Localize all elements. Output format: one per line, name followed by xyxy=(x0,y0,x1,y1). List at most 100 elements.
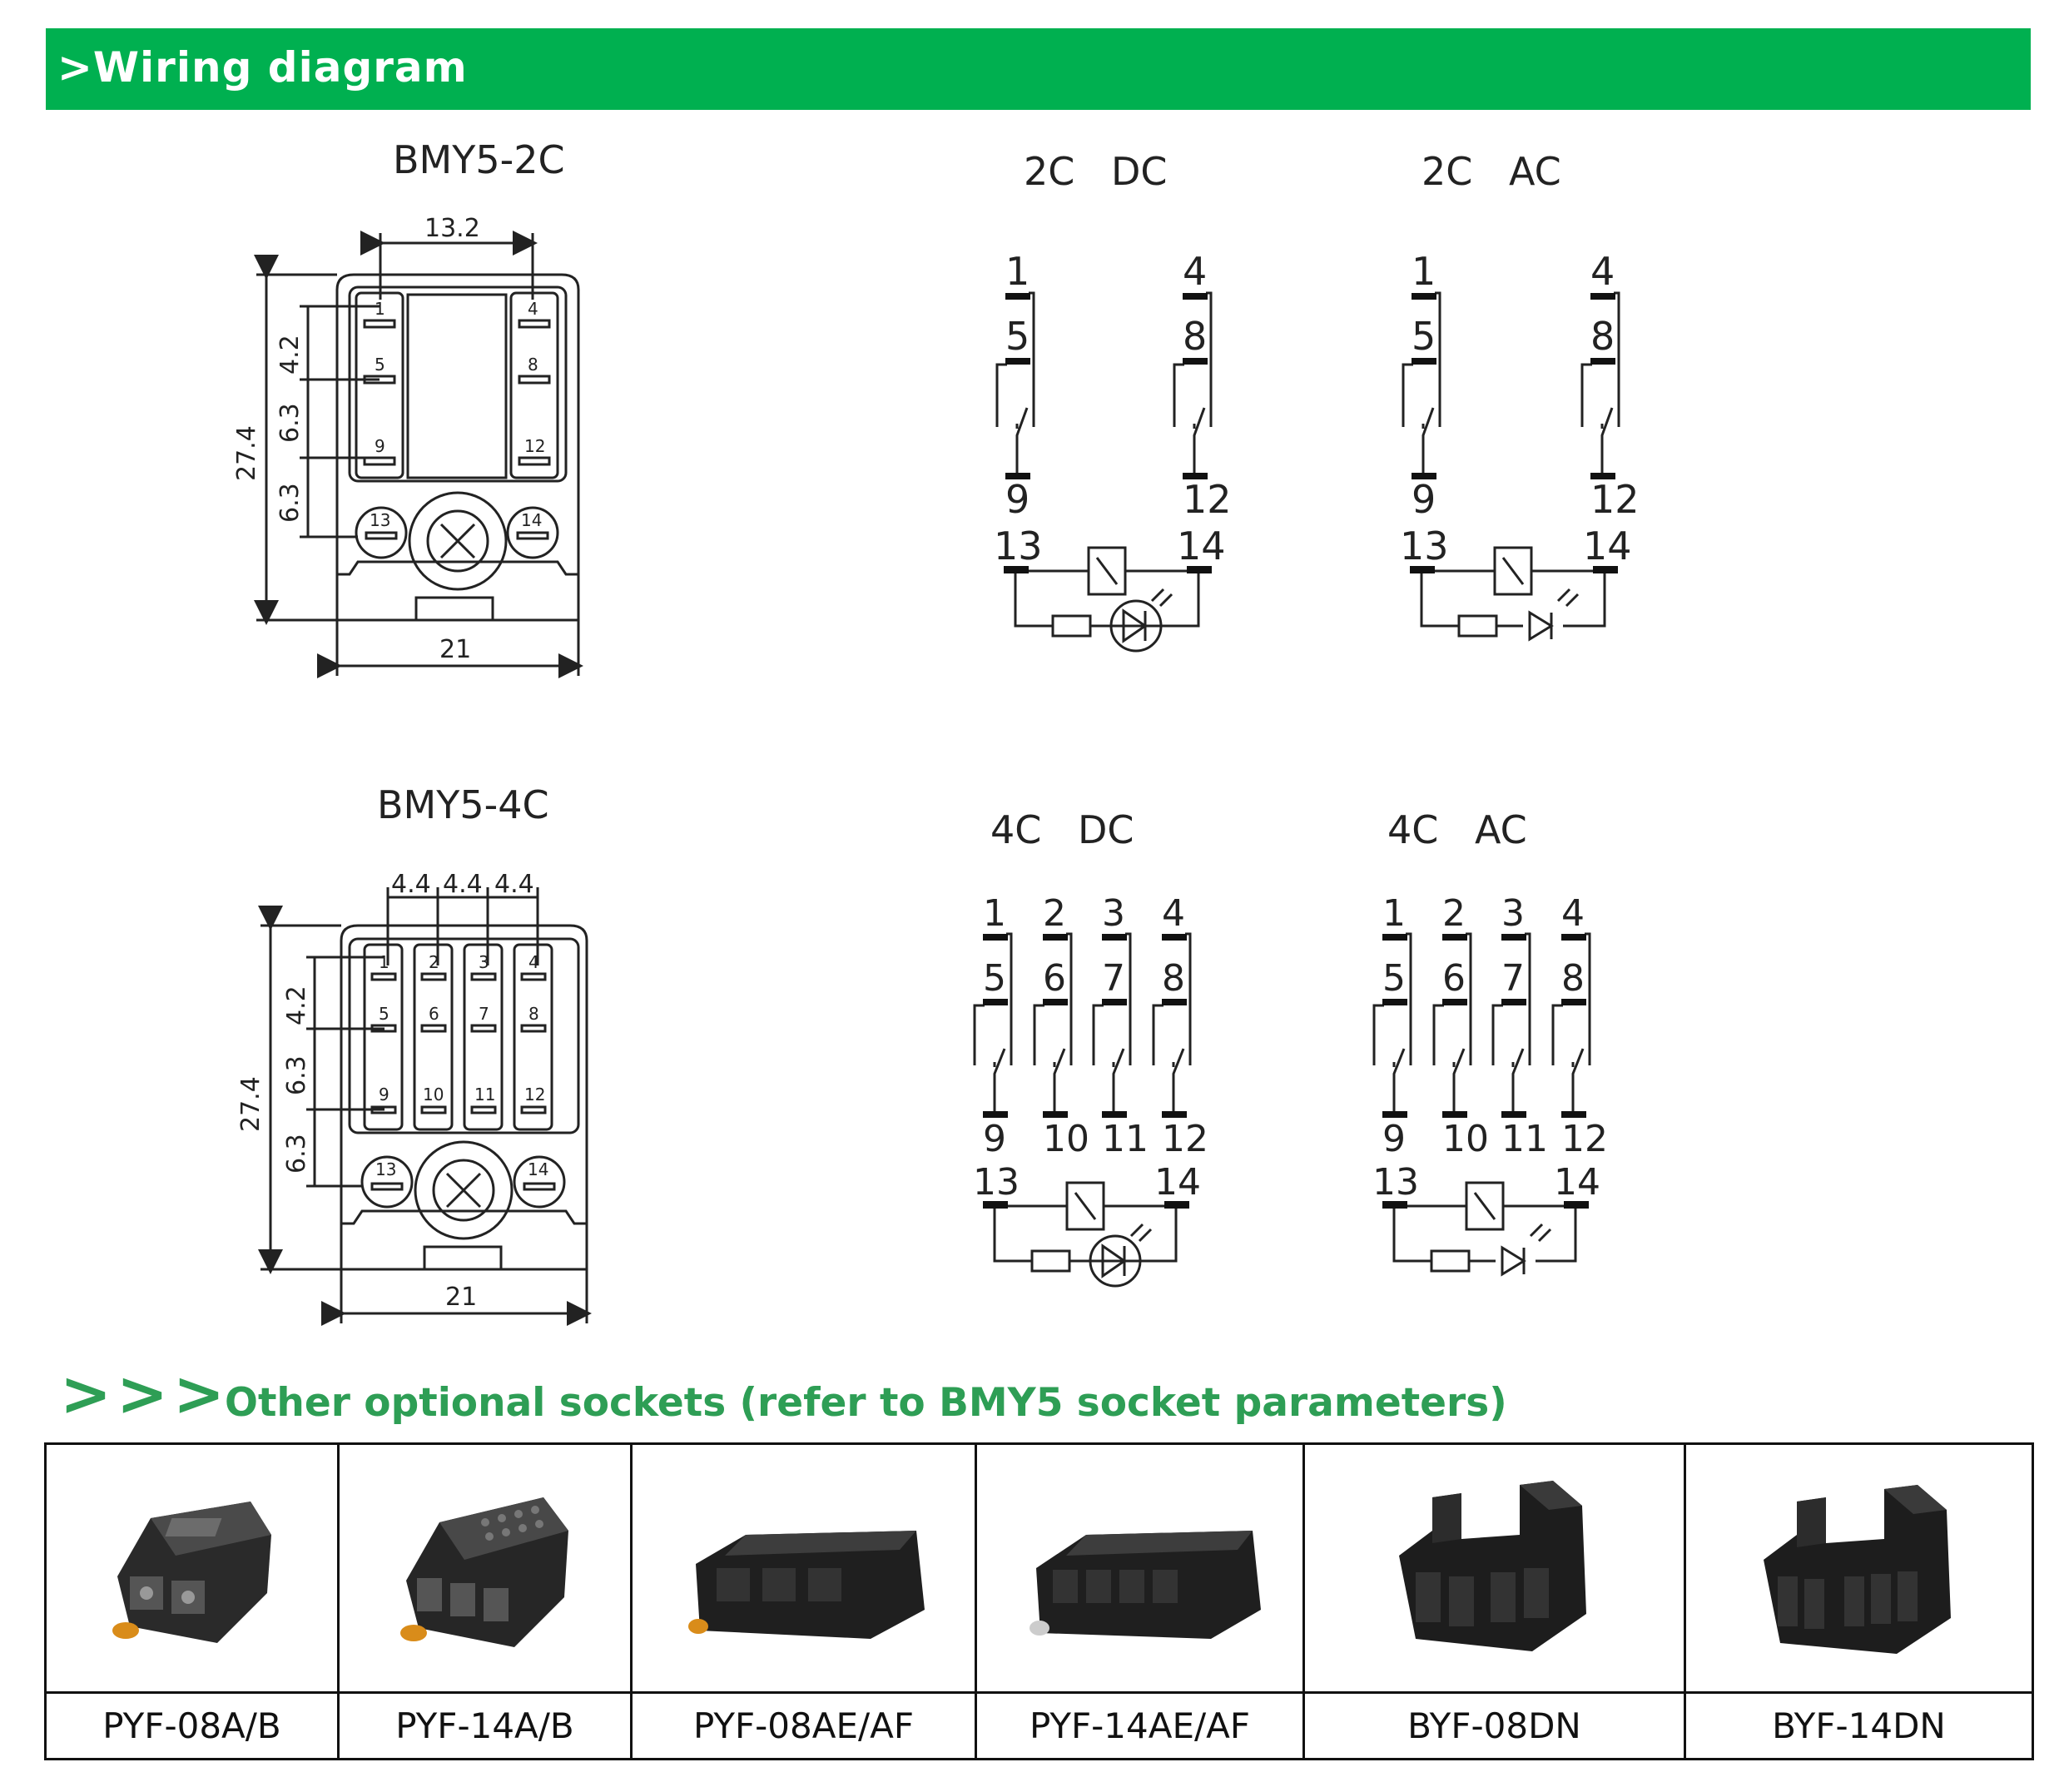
pin-2c-4: 4 xyxy=(528,299,538,319)
pin-4c-2: 2 xyxy=(429,952,439,972)
schematic-title-current: DC xyxy=(1078,807,1134,852)
schematic-title-current: AC xyxy=(1475,807,1527,852)
pin-label-top: 1 xyxy=(983,892,1006,935)
pin-4c-10: 10 xyxy=(423,1085,444,1104)
dim-4c-width: 21 xyxy=(445,1283,477,1312)
pin-label-bottom: 12 xyxy=(1561,1118,1608,1160)
pin-label-mid: 8 xyxy=(1183,314,1207,359)
pin-label-bottom: 12 xyxy=(1162,1118,1208,1160)
pin-label-mid: 5 xyxy=(1005,314,1030,359)
pin-label-mid: 6 xyxy=(1442,957,1466,1000)
schematic-title-current: DC xyxy=(1111,149,1168,194)
dim-4c-top1: 4.4 xyxy=(391,870,431,899)
pin-4c-9: 9 xyxy=(379,1085,389,1104)
dim-2c-sub3: 6.3 xyxy=(275,483,305,523)
pin-label-mid: 8 xyxy=(1561,957,1585,1000)
socket-cell xyxy=(975,1442,1305,1694)
drawing-bmy5-4c: BMY5-4C 4.4 4.4 4.4 1 xyxy=(236,782,592,1326)
pin-label-mid: 5 xyxy=(983,957,1006,1000)
dim-2c-sub1: 4.2 xyxy=(275,335,305,375)
pin-label-top: 2 xyxy=(1043,892,1066,935)
coil-label-14: 14 xyxy=(1583,524,1632,568)
pin-4c-1: 1 xyxy=(379,952,389,972)
socket-pyf-08aeaf-image xyxy=(687,1531,925,1639)
dim-2c-width: 21 xyxy=(439,635,471,664)
dim-2c-top: 13.2 xyxy=(424,214,480,243)
sockets-heading: >>> Other optional sockets (refer to BMY… xyxy=(60,1358,2041,1432)
pin-label-bottom: 10 xyxy=(1442,1118,1489,1160)
dim-4c-sub1: 4.2 xyxy=(282,985,311,1025)
pin-2c-1: 1 xyxy=(375,299,385,319)
dim-4c-height: 27.4 xyxy=(236,1076,265,1132)
pin-2c-12: 12 xyxy=(524,436,545,456)
pin-2c-8: 8 xyxy=(528,355,538,375)
pin-label-bottom: 9 xyxy=(1382,1118,1406,1160)
socket-cell xyxy=(1684,1442,2034,1694)
heading-arrows: >>> xyxy=(60,1358,231,1430)
pin-label-bottom: 11 xyxy=(1102,1118,1149,1160)
pin-label-top: 4 xyxy=(1183,249,1207,294)
pin-label-top: 4 xyxy=(1561,892,1585,935)
pin-4c-4: 4 xyxy=(528,952,539,972)
section-banner: >Wiring diagram xyxy=(46,28,2031,110)
dim-4c-sub3: 6.3 xyxy=(282,1134,311,1174)
pin-4c-5: 5 xyxy=(379,1004,389,1024)
drawing-4c-title: BMY5-4C xyxy=(377,782,549,827)
pin-2c-9: 9 xyxy=(375,436,385,456)
pin-label-top: 1 xyxy=(1412,249,1436,294)
pin-label-bottom: 9 xyxy=(1005,477,1030,522)
pin-4c-11: 11 xyxy=(474,1085,495,1104)
socket-name: PYF-14A/B xyxy=(337,1691,633,1760)
dim-4c-sub2: 6.3 xyxy=(282,1055,311,1095)
pin-2c-5: 5 xyxy=(375,355,385,375)
pin-label-top: 3 xyxy=(1501,892,1525,935)
dim-4c-top2: 4.4 xyxy=(443,870,483,899)
socket-byf-08dn-image xyxy=(1398,1481,1586,1651)
pin-label-top: 1 xyxy=(1382,892,1406,935)
drawing-2c-title: BMY5-2C xyxy=(393,137,565,182)
pin-2c-14: 14 xyxy=(521,510,542,530)
socket-name: PYF-08A/B xyxy=(44,1691,340,1760)
socket-cell xyxy=(44,1442,340,1694)
pin-4c-7: 7 xyxy=(479,1004,489,1024)
pin-label-bottom: 12 xyxy=(1590,477,1640,522)
pin-label-top: 3 xyxy=(1102,892,1125,935)
socket-name: BYF-08DN xyxy=(1302,1691,1686,1760)
socket-pyf-08ab-image xyxy=(112,1502,271,1643)
coil-label-14: 14 xyxy=(1154,1161,1201,1204)
pin-label-bottom: 11 xyxy=(1501,1118,1548,1160)
sockets-table: PYF-08A/B PYF-14A/B PYF-08AE/AF PYF-14AE… xyxy=(44,1442,2034,1760)
coil-label-13: 13 xyxy=(1372,1161,1419,1204)
coil-label-13: 13 xyxy=(994,524,1043,568)
pin-label-mid: 5 xyxy=(1382,957,1406,1000)
pin-4c-6: 6 xyxy=(429,1004,439,1024)
pin-4c-3: 3 xyxy=(479,952,489,972)
section-title: >Wiring diagram xyxy=(57,43,468,92)
sockets-title: Other optional sockets (refer to BMY5 so… xyxy=(225,1380,1507,1426)
socket-image-row xyxy=(44,1442,2034,1694)
pin-label-top: 4 xyxy=(1162,892,1185,935)
pin-label-top: 1 xyxy=(1005,249,1030,294)
socket-cell xyxy=(1302,1442,1686,1694)
pin-label-bottom: 9 xyxy=(1412,477,1436,522)
dim-4c-top3: 4.4 xyxy=(494,870,534,899)
coil-label-14: 14 xyxy=(1177,524,1226,568)
coil-label-14: 14 xyxy=(1554,1161,1600,1204)
socket-name: PYF-14AE/AF xyxy=(975,1691,1305,1760)
drawing-bmy5-2c: BMY5-2C 13.2 1 4 5 8 9 12 13 14 xyxy=(232,137,583,678)
socket-cell xyxy=(630,1442,977,1694)
pin-4c-13: 13 xyxy=(375,1159,396,1179)
schematic-title-type: 2C xyxy=(1024,149,1074,194)
pin-2c-13: 13 xyxy=(370,510,390,530)
pin-label-top: 2 xyxy=(1442,892,1466,935)
socket-pyf-14aeaf-image xyxy=(1029,1531,1261,1639)
pin-label-mid: 6 xyxy=(1043,957,1066,1000)
socket-name-row: PYF-08A/B PYF-14A/B PYF-08AE/AF PYF-14AE… xyxy=(44,1691,2034,1760)
coil-label-13: 13 xyxy=(1400,524,1449,568)
wiring-diagram: BMY5-2C 13.2 1 4 5 8 9 12 13 14 xyxy=(232,137,1640,1326)
socket-byf-14dn-image xyxy=(1763,1485,1951,1654)
